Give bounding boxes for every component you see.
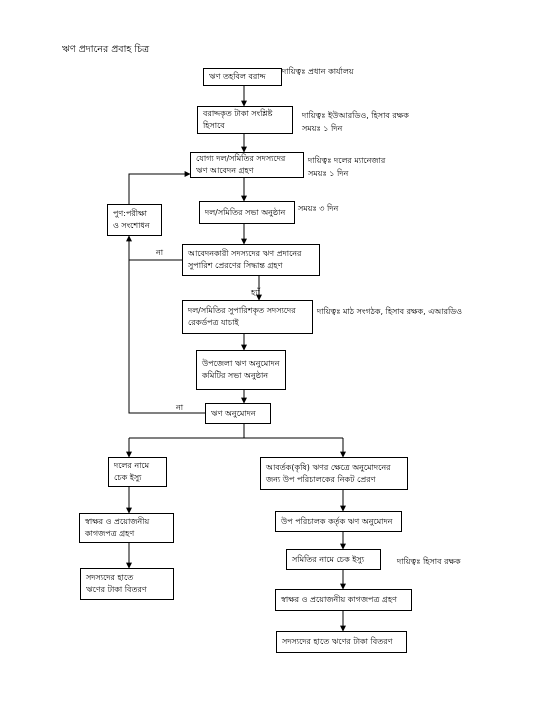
box-disburse-right: সদস্যদের হাতে ঋণের টাকা বিতরণ	[276, 631, 407, 653]
note-field-staff: দায়িত্বঃ মাঠ সংগঠক, হিসাব রক্ষক, এআরডিও	[317, 307, 463, 316]
box-fund-allocation: ঋণ তহবিল বরাদ্দ	[203, 68, 282, 86]
box-record-check: দল/সমিতির সুপারিশকৃত সদস্যদের রেকর্ডপত্র…	[182, 300, 313, 334]
note-head-office: দায়িত্বঃ প্রধান কার্যালয়	[282, 67, 354, 76]
diagram-title: ঋণ প্রদানের প্রবাহ চিত্র	[62, 44, 150, 55]
note-time-1day-b: সময়ঃ ১ দিন	[308, 169, 349, 178]
note-time-1day-a: সময়ঃ ১ দিন	[302, 124, 343, 133]
note-uarddo-accountant: দায়িত্বঃ ইউআরডিও, হিসাব রক্ষক	[302, 111, 409, 120]
note-group-manager: দায়িত্বঃ দলের ম্যানেজার	[308, 156, 386, 165]
box-review: পুণ:পরীক্ষা ও সংশোধন	[107, 204, 162, 236]
box-recurring-agri: আবর্তক(কৃষি) ঋণর ক্ষেত্রে অনুমোদনের জন্য…	[260, 457, 408, 490]
box-group-cheque: দলের নামে চেক ইস্যু	[108, 457, 167, 487]
box-sign-documents-left: স্বাক্ষর ও প্রয়োজনীয় কাগজপত্র গ্রহণ	[79, 513, 174, 543]
box-sign-documents-right: স্বাক্ষর ও প্রয়োজনীয় কাগজপত্র গ্রহণ	[275, 589, 412, 611]
box-upazila-meeting: উপজেলা ঋণ অনুমোদন কমিটির সভা অনুষ্ঠান	[196, 350, 286, 390]
note-accountant: দায়িত্বঃ হিসাব রক্ষক	[397, 557, 461, 566]
label-no-approval: না	[176, 403, 184, 412]
box-recommendation-decision: আবেদনকারী সদস্যদের ঋণ প্রদানের সুপারিশ প…	[182, 244, 320, 276]
box-deputy-director-approval: উপ পরিচালক কর্তৃক ঋণ অনুমোদন	[275, 511, 402, 532]
box-loan-application: যোগ্য দল/সমিতির সদস্যদের ঋণ আবেদন গ্রহণ	[190, 152, 304, 178]
box-disburse-left: সদস্যদের হাতে ঋণের টাকা বিতরণ	[80, 568, 174, 600]
label-no-decision: না	[156, 248, 164, 257]
box-loan-approval: ঋণ অনুমোদন	[205, 403, 271, 424]
box-samity-cheque: সমিতির নামে চেক ইস্যু	[286, 549, 381, 570]
loop-review-to-application	[128, 171, 191, 204]
loop-no-approval	[128, 260, 205, 414]
label-yes: হ্যাঁ	[251, 288, 260, 297]
note-time-3days: সময়ঃ ৩ দিন	[298, 204, 339, 213]
box-allocated-money: বরাদ্দকৃত টাকা সংশ্লিষ্ট হিসাবে	[197, 106, 293, 134]
box-group-meeting: দল/সমিতির সভা অনুষ্ঠান	[199, 201, 295, 224]
